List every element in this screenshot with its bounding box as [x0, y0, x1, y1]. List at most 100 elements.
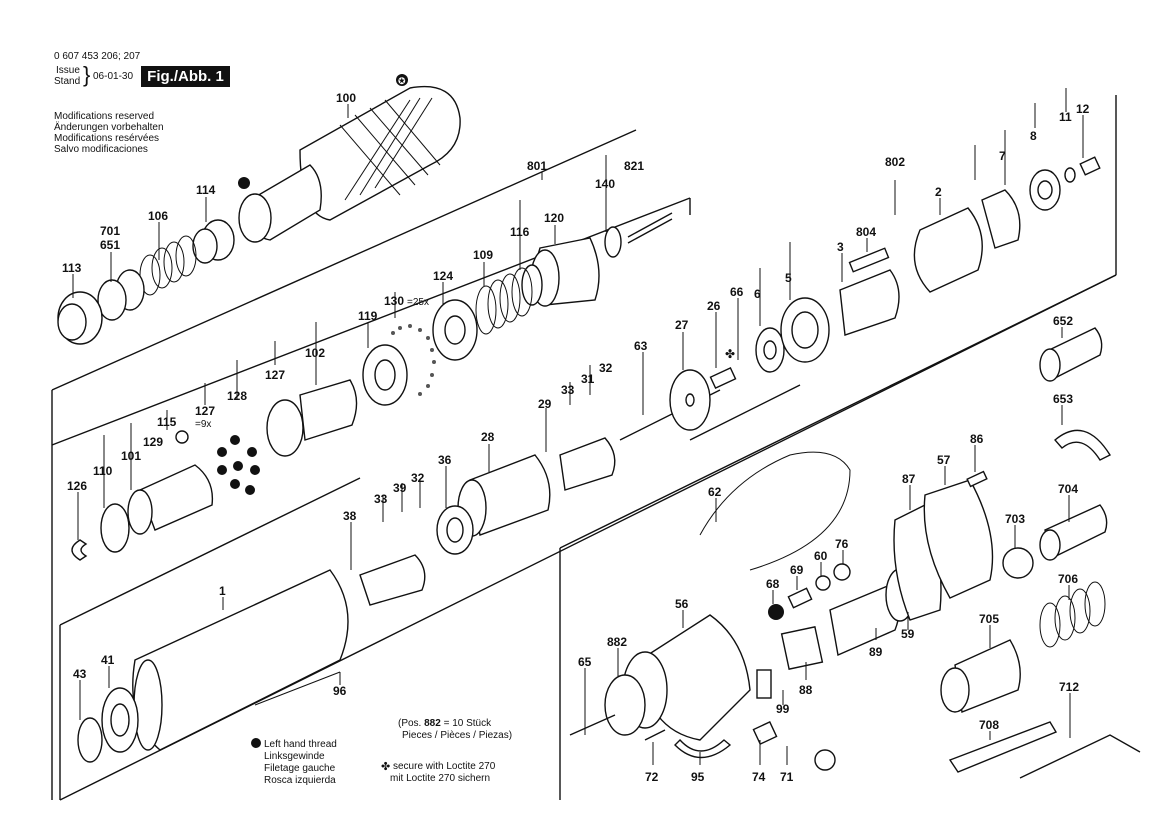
part-3 — [839, 269, 900, 336]
part-5 — [780, 297, 830, 363]
part-88 — [780, 626, 824, 670]
star-circle-icon — [251, 738, 261, 748]
label-8: 8 — [1030, 129, 1037, 143]
label-6: 6 — [754, 287, 761, 301]
label-69: 69 — [790, 563, 804, 577]
part-704 — [1039, 504, 1108, 561]
part-114 — [192, 219, 235, 264]
part-95 — [674, 738, 732, 759]
figure-label: Fig./Abb. 1 — [141, 66, 230, 87]
modifications-fr: Modifications resérvées — [54, 133, 160, 144]
star-circle-icon — [238, 177, 250, 189]
part-99 — [756, 669, 772, 699]
label-128: 128 — [227, 389, 247, 403]
label-59: 59 — [901, 627, 915, 641]
label-652: 652 — [1053, 314, 1073, 328]
label-60: 60 — [814, 549, 828, 563]
part-882 — [604, 674, 646, 736]
part-106-spring — [139, 235, 197, 296]
leader-lines — [72, 88, 1084, 765]
label-102: 102 — [305, 346, 325, 360]
label-804: 804 — [856, 225, 876, 239]
label-821: 821 — [624, 159, 644, 173]
qty-note-prefix: (Pos. — [398, 718, 424, 729]
label-32-top: 32 — [599, 361, 613, 375]
label-106: 106 — [148, 209, 168, 223]
part-128-balls — [217, 435, 260, 495]
part-26 — [709, 366, 737, 390]
part-12 — [1079, 156, 1101, 176]
part-66 — [689, 384, 801, 441]
part-8 — [1029, 169, 1061, 211]
label-65: 65 — [578, 655, 592, 669]
label-12: 12 — [1076, 102, 1090, 116]
label-87: 87 — [902, 472, 916, 486]
label-71: 71 — [780, 770, 794, 784]
label-31: 31 — [581, 372, 595, 386]
four-petal-icon: ✤ — [725, 347, 735, 361]
qty-note-line2: Pieces / Pièces / Piezas) — [402, 730, 512, 741]
qty-note-number: 882 — [424, 718, 441, 729]
label-86: 86 — [970, 432, 984, 446]
label-127-qty: =9x — [195, 419, 211, 430]
part-821 — [627, 212, 673, 244]
label-100: 100 — [336, 91, 356, 105]
part-72 — [644, 729, 666, 741]
label-101: 101 — [121, 449, 141, 463]
label-114: 114 — [196, 183, 216, 197]
label-116: 116 — [510, 225, 530, 239]
label-110: 110 — [93, 464, 113, 478]
label-72: 72 — [645, 770, 659, 784]
label-882: 882 — [607, 635, 627, 649]
label-68: 68 — [766, 577, 780, 591]
doc-number: 0 607 453 206; 207 — [54, 51, 141, 62]
left-hand-legend: Left hand thread Linksgewinde Filetage g… — [251, 738, 337, 786]
label-26: 26 — [707, 299, 721, 313]
issue-label: Issue — [56, 65, 80, 76]
modifications-es: Salvo modificaciones — [54, 144, 148, 155]
label-701: 701 — [100, 224, 120, 238]
label-56: 56 — [675, 597, 689, 611]
label-802: 802 — [885, 155, 905, 169]
loctite-en: secure with Loctite 270 — [393, 761, 496, 772]
part-86 — [966, 470, 988, 488]
label-109: 109 — [473, 248, 493, 262]
label-130-qty: =25x — [407, 297, 429, 308]
part-653 — [1054, 429, 1112, 461]
label-76: 76 — [835, 537, 849, 551]
left-hand-fr: Filetage gauche — [264, 763, 336, 774]
part-712 — [1019, 734, 1141, 779]
part-7 — [981, 189, 1021, 249]
part-74 — [752, 721, 778, 745]
stand-label: Stand — [54, 76, 81, 87]
label-2: 2 — [935, 185, 942, 199]
label-126: 126 — [67, 479, 87, 493]
part-68 — [768, 604, 784, 620]
part-706-spring — [1039, 581, 1106, 648]
label-89: 89 — [869, 645, 883, 659]
label-127-bottom: 127 — [195, 404, 215, 418]
label-99: 99 — [776, 702, 790, 716]
part-120 — [530, 237, 600, 307]
label-74: 74 — [752, 770, 766, 784]
label-704: 704 — [1058, 482, 1078, 496]
left-hand-en: Left hand thread — [264, 739, 337, 750]
part-703 — [1002, 547, 1034, 579]
label-119: 119 — [358, 309, 378, 323]
label-96: 96 — [333, 684, 347, 698]
part-57 — [923, 479, 994, 599]
label-62: 62 — [708, 485, 722, 499]
label-7: 7 — [999, 149, 1006, 163]
four-petal-icon: ✤ — [381, 760, 390, 773]
part-62 — [699, 451, 851, 571]
quantity-note: (Pos. 882 = 10 Stück Pieces / Pièces / P… — [398, 718, 512, 741]
label-36: 36 — [438, 453, 452, 467]
loctite-legend: ✤ secure with Loctite 270 mit Loctite 27… — [381, 760, 496, 784]
svg-text:(Pos. 882 = 10 Stück: (Pos. 882 = 10 Stück — [398, 718, 492, 729]
part-28 — [457, 454, 551, 537]
label-29: 29 — [538, 397, 552, 411]
label-39: 39 — [393, 481, 407, 495]
part-29 — [559, 437, 616, 491]
label-33-top: 33 — [561, 383, 575, 397]
